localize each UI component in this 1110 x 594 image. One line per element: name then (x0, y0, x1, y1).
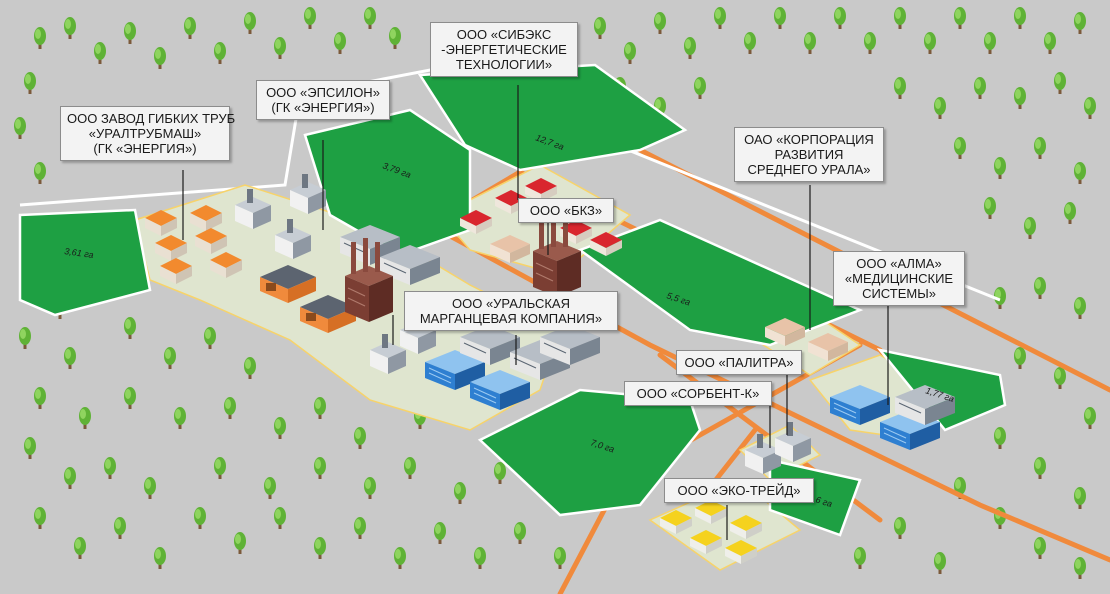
label-line: «МЕДИЦИНСКИЕ (844, 271, 954, 286)
label-sorbent: ООО «СОРБЕНТ-К» (624, 381, 772, 406)
label-line: (ГК «ЭНЕРГИЯ») (271, 100, 375, 115)
label-line: ООО «БКЗ» (529, 203, 603, 218)
plot-361-area: 3,61 га (64, 246, 94, 260)
label-line: ООО «СИБЭКС (456, 27, 552, 42)
label-line: «УРАЛТРУБМАШ» (88, 126, 202, 141)
label-line: -ЭНЕРГЕТИЧЕСКИЕ (441, 42, 567, 57)
label-line: ООО «УРАЛЬСКАЯ (452, 296, 570, 311)
label-line: ООО «ЭПСИЛОН» (266, 85, 380, 100)
label-line: МАРГАНЦЕВАЯ КОМПАНИЯ» (419, 311, 603, 326)
land-plots (18, 63, 1007, 537)
label-line: ООО ЗАВОД ГИБКИХ ТРУБ (67, 111, 236, 126)
label-uraltrubmash: ООО ЗАВОД ГИБКИХ ТРУБ «УРАЛТРУБМАШ» (ГК … (60, 106, 236, 161)
label-eko: ООО «ЭКО-ТРЕЙД» (664, 478, 814, 503)
plot-361 (18, 208, 152, 317)
label-line: (ГК «ЭНЕРГИЯ») (93, 141, 197, 156)
label-line: СИСТЕМЫ» (862, 286, 936, 301)
label-line: ОАО «КОРПОРАЦИЯ (744, 132, 874, 147)
plot-6-area: 6 га (814, 494, 833, 509)
label-bkz: ООО «БКЗ» (518, 198, 614, 223)
label-line: РАЗВИТИЯ (774, 147, 844, 162)
plot-55 (577, 218, 864, 347)
label-umk: ООО «УРАЛЬСКАЯ МАРГАНЦЕВАЯ КОМПАНИЯ» (404, 291, 618, 331)
label-korporaciya: ОАО «КОРПОРАЦИЯ РАЗВИТИЯ СРЕДНЕГО УРАЛА» (734, 127, 884, 182)
label-line: ООО «СОРБЕНТ-К» (636, 386, 760, 401)
label-line: СРЕДНЕГО УРАЛА» (747, 162, 871, 177)
label-sibex: ООО «СИБЭКС -ЭНЕРГЕТИЧЕСКИЕ ТЕХНОЛОГИИ» (430, 22, 578, 77)
label-line: ООО «ЭКО-ТРЕЙД» (677, 483, 801, 498)
plot-70 (477, 388, 702, 517)
pointer-lines (182, 85, 889, 540)
label-epsilon: ООО «ЭПСИЛОН» (ГК «ЭНЕРГИЯ») (256, 80, 390, 120)
label-palitra: ООО «ПАЛИТРА» (676, 350, 802, 375)
label-alma: ООО «АЛМА» «МЕДИЦИНСКИЕ СИСТЕМЫ» (833, 251, 965, 306)
plot-127 (417, 63, 688, 172)
label-line: ТЕХНОЛОГИИ» (455, 57, 553, 72)
label-line: ООО «ПАЛИТРА» (684, 355, 794, 370)
label-line: ООО «АЛМА» (856, 256, 942, 271)
